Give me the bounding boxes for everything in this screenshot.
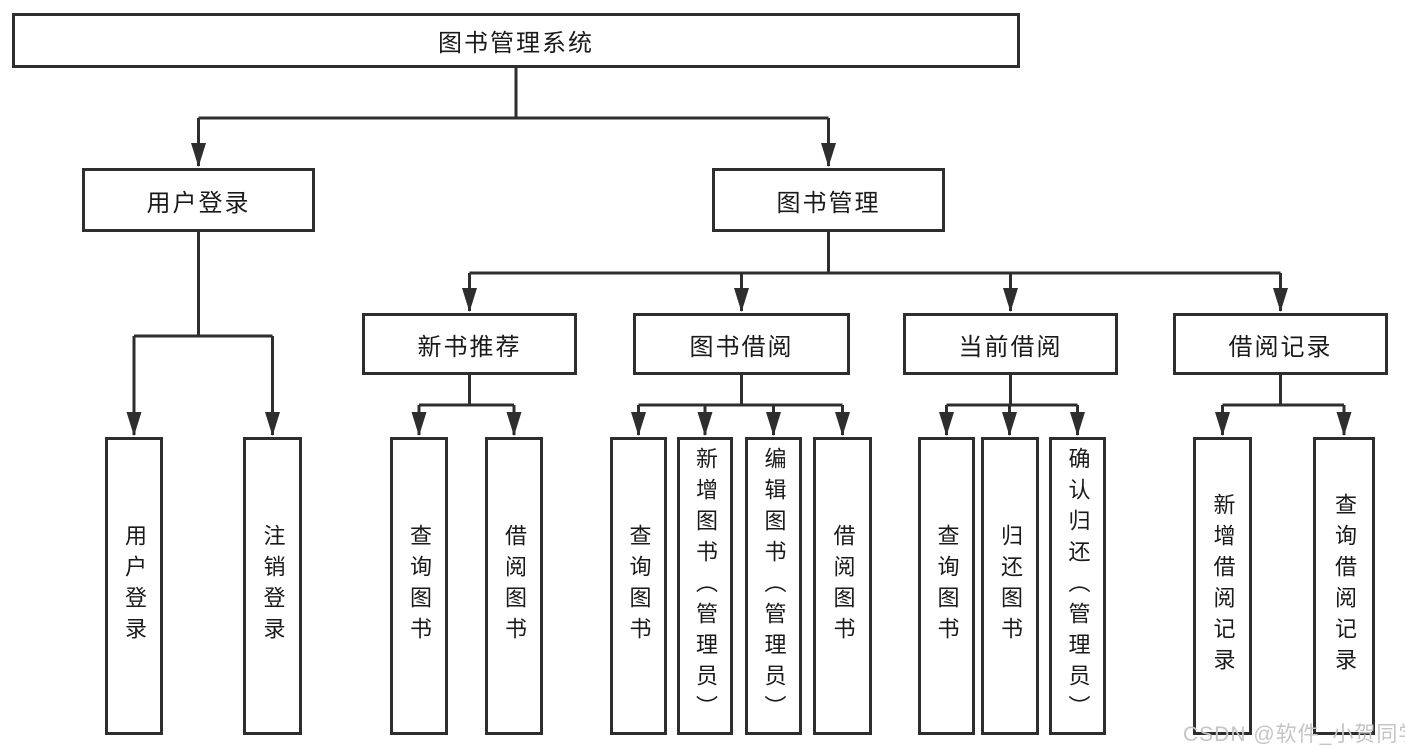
root-to-level2-connectors: [191, 68, 836, 167]
leaf-records-add-record: 新增借阅记录: [1193, 437, 1252, 735]
node-user-login: 用户登录: [82, 168, 315, 232]
current-borrowing-connectors: [939, 375, 1085, 436]
leaf-borrowing-edit-books-admin: 编辑图书（管理员）: [745, 437, 802, 735]
leaf-borrowing-add-books-admin-label: 新增图书（管理员）: [693, 446, 718, 726]
leaf-current-confirm-return-admin-label: 确认归还（管理员）: [1065, 446, 1091, 726]
node-borrow-records: 借阅记录: [1173, 313, 1388, 375]
node-current-borrowing-label: 当前借阅: [958, 333, 1063, 361]
node-root: 图书管理系统: [12, 13, 1020, 68]
leaf-records-query-record-label: 查询借阅记录: [1332, 493, 1357, 679]
leaf-user-login: 用户登录: [105, 437, 163, 735]
new-book-recommend-connectors: [411, 375, 522, 436]
leaf-logout-label: 注销登录: [260, 524, 286, 648]
leaf-borrowing-borrow-books: 借阅图书: [813, 437, 872, 735]
node-borrow-records-label: 借阅记录: [1228, 333, 1333, 361]
leaf-borrowing-query-books-label: 查询图书: [626, 524, 652, 648]
csdn-watermark: CSDN @软件_小贺同学: [1183, 723, 1405, 746]
leaf-current-return-books: 归还图书: [981, 437, 1039, 735]
book-borrowing-connectors: [631, 375, 850, 436]
node-new-book-recommend: 新书推荐: [362, 313, 577, 375]
node-current-borrowing: 当前借阅: [903, 313, 1118, 375]
node-root-label: 图书管理系统: [438, 30, 594, 57]
leaf-recommend-borrow-books-label: 借阅图书: [502, 524, 527, 648]
leaf-current-confirm-return-admin: 确认归还（管理员）: [1049, 437, 1106, 735]
leaf-borrowing-add-books-admin: 新增图书（管理员）: [677, 437, 733, 735]
leaf-logout: 注销登录: [243, 437, 302, 735]
node-user-login-label: 用户登录: [146, 189, 251, 217]
book-management-branch-connectors: [462, 232, 1288, 312]
leaf-user-login-label: 用户登录: [122, 524, 147, 648]
node-book-borrowing: 图书借阅: [633, 313, 850, 375]
leaf-recommend-borrow-books: 借阅图书: [485, 437, 543, 735]
leaf-records-add-record-label: 新增借阅记录: [1210, 493, 1236, 679]
node-book-management: 图书管理: [712, 168, 945, 232]
leaf-current-return-books-label: 归还图书: [998, 524, 1023, 648]
leaf-borrowing-query-books: 查询图书: [610, 437, 667, 735]
node-book-borrowing-label: 图书借阅: [689, 333, 794, 361]
leaf-recommend-query-books: 查询图书: [390, 437, 448, 735]
leaf-recommend-query-books-label: 查询图书: [407, 524, 432, 648]
leaf-borrowing-borrow-books-label: 借阅图书: [830, 524, 856, 648]
leaf-current-query-books-label: 查询图书: [934, 524, 960, 648]
borrow-records-connectors: [1215, 375, 1352, 436]
user-login-branch-connectors: [126, 232, 280, 436]
leaf-borrowing-edit-books-admin-label: 编辑图书（管理员）: [761, 446, 787, 726]
node-book-management-label: 图书管理: [776, 189, 881, 217]
node-new-book-recommend-label: 新书推荐: [417, 333, 522, 361]
leaf-records-query-record: 查询借阅记录: [1313, 437, 1375, 735]
leaf-current-query-books: 查询图书: [918, 437, 975, 735]
